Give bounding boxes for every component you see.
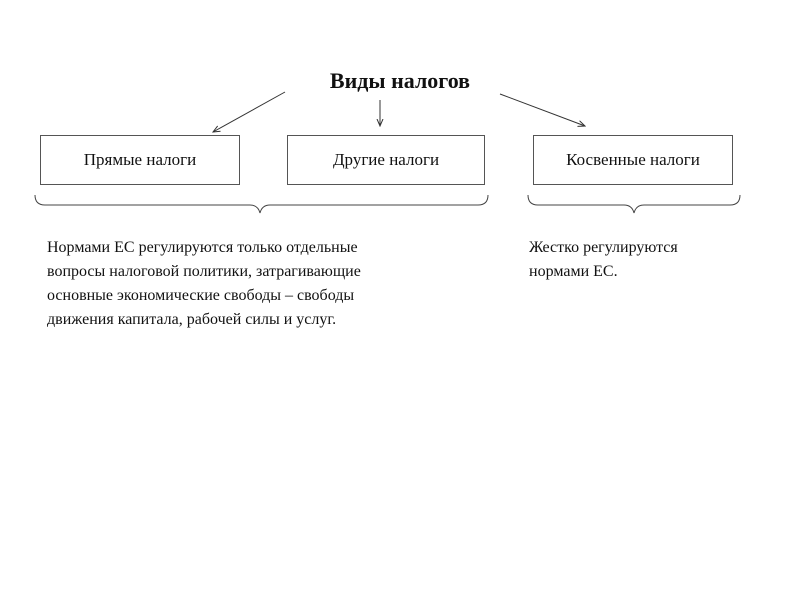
- box-direct-taxes: Прямые налоги: [40, 135, 240, 185]
- right-description: Жестко регулируются нормами ЕС.: [529, 236, 678, 284]
- text-line: движения капитала, рабочей силы и услуг.: [47, 311, 337, 328]
- box-indirect-taxes: Косвенные налоги: [533, 135, 733, 185]
- brace-right: [527, 194, 741, 214]
- arrow-left: [213, 91, 286, 132]
- box-other-taxes: Другие налоги: [287, 135, 485, 185]
- arrow-right: [499, 93, 585, 126]
- brace-left: [34, 194, 489, 214]
- left-description: Нормами ЕС регулируются только отдельные…: [47, 236, 361, 332]
- text-line: Нормами ЕС регулируются только отдельные: [47, 239, 358, 256]
- text-line: вопросы налоговой политики, затрагивающи…: [47, 263, 361, 280]
- diagram-title: Виды налогов: [329, 68, 471, 93]
- text-line: Жестко регулируются: [529, 239, 678, 256]
- text-line: основные экономические свободы – свободы: [47, 287, 355, 304]
- text-line: нормами ЕС.: [529, 263, 618, 280]
